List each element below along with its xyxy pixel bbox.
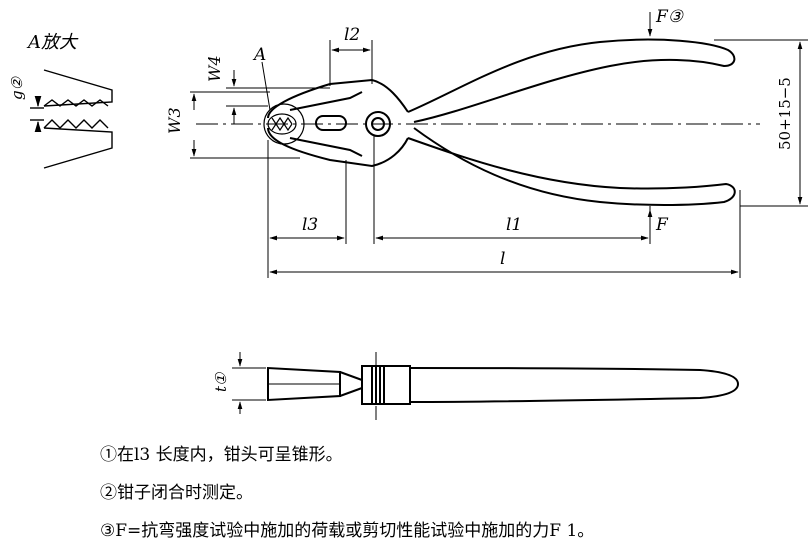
detail-a-title: A放大 [26,32,79,53]
label-l3: l3 [302,215,318,235]
label-F-bottom: F [655,215,669,235]
label-A: A [252,45,266,65]
note-2: ②钳子闭合时测定。 [100,483,253,503]
label-W4: W4 [205,55,224,82]
note-1: ①在l3 长度内，钳头可呈锥形。 [100,445,343,465]
label-t: t① [212,371,230,392]
gap-label: g② [8,75,26,100]
label-l1: l1 [506,215,522,235]
label-W3: W3 [165,107,184,134]
detail-a-jaws [30,69,113,169]
label-F-top: F③ [655,7,684,27]
pliers-side-view [267,365,740,405]
pliers-outline [267,38,736,206]
label-height: 50+15−5 [776,77,794,150]
label-l2: l2 [344,25,360,45]
label-l: l [500,249,505,269]
note-3: ③F=抗弯强度试验中施加的荷载或剪切性能试验中施加的力F 1。 [100,521,595,541]
